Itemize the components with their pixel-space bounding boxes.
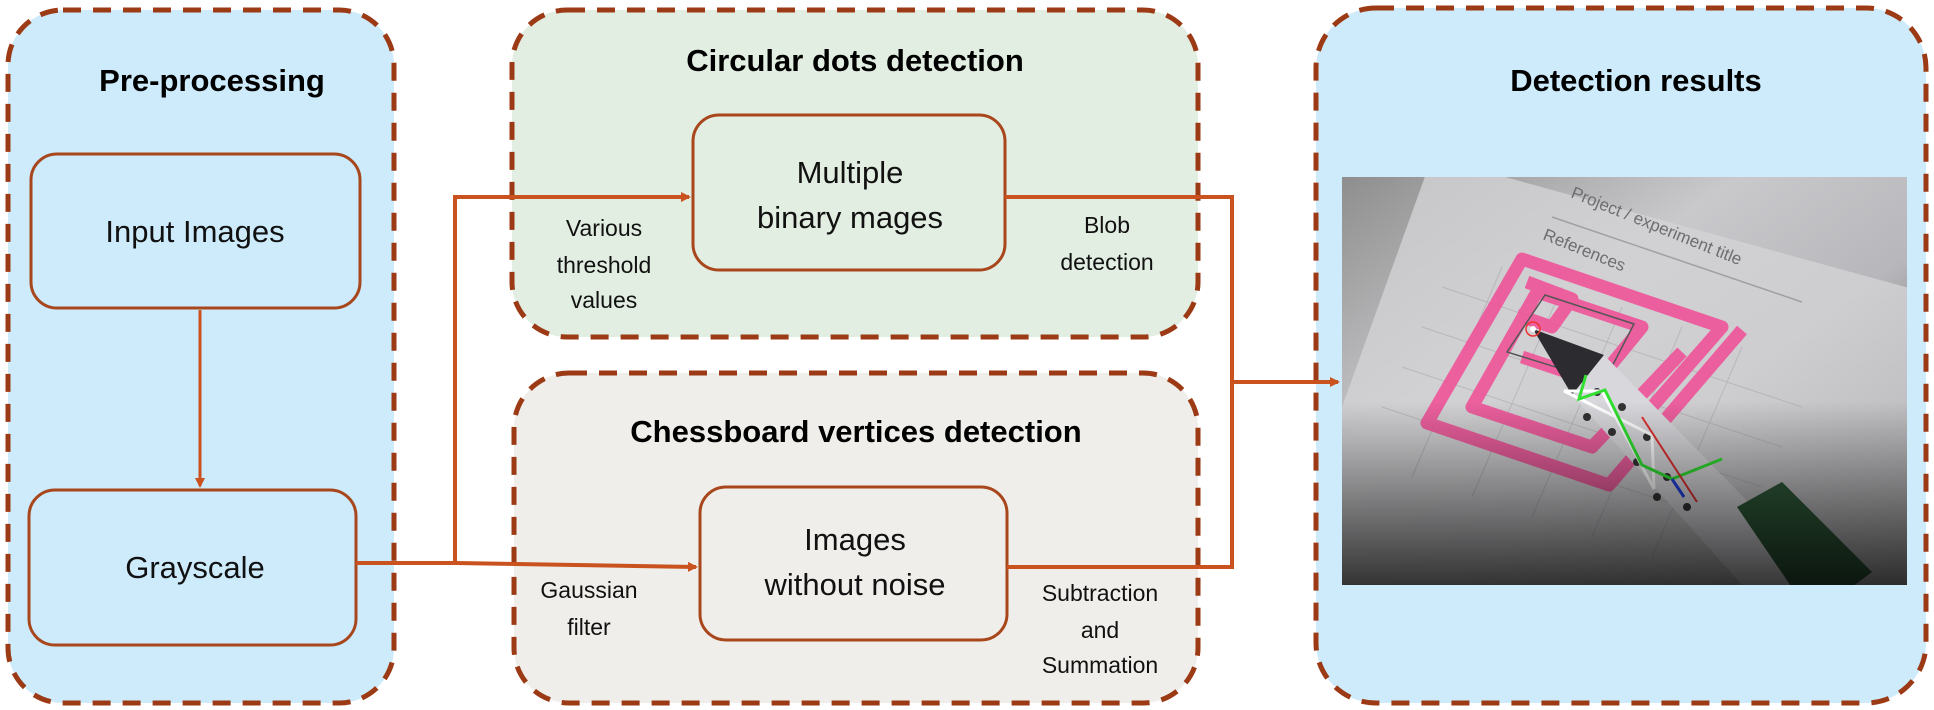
gaussian-filter-label: Gaussian filter [540, 577, 637, 640]
chessboard-panel: Chessboard vertices detection Images wit… [511, 370, 1201, 706]
input-images-box: Input Images [29, 152, 362, 310]
box-line: binary mages [757, 200, 943, 235]
grayscale-box: Grayscale [27, 488, 358, 647]
label-line: and [1081, 617, 1119, 643]
results-title: Detection results [1510, 63, 1762, 98]
images-without-noise-box: Images without noise [698, 485, 1009, 642]
circular-dots-title: Circular dots detection [686, 43, 1024, 78]
label-line: Summation [1042, 652, 1158, 678]
label-line: values [571, 287, 637, 313]
label-line: Gaussian [540, 577, 637, 603]
label-line: filter [567, 614, 611, 640]
label-line: detection [1060, 249, 1153, 275]
multiple-binary-images-box: Multiple binary mages [691, 113, 1007, 272]
arrow-grayscale-to-chessboard [454, 561, 698, 572]
label-line: Various [566, 215, 642, 241]
box-line: Multiple [797, 155, 904, 190]
subtraction-summation-label: Subtraction and Summation [1042, 580, 1158, 678]
label-line: threshold [557, 252, 652, 278]
blob-detection-label: Blob detection [1060, 212, 1153, 275]
label-line: Blob [1084, 212, 1130, 238]
grayscale-label: Grayscale [125, 550, 265, 585]
circular-dots-panel: Circular dots detection Multiple binary … [509, 7, 1201, 340]
preprocessing-panel: Pre-processing Input Images Grayscale [5, 7, 397, 706]
detection-result-photo: Project / experiment title References [1342, 177, 1907, 585]
chessboard-title: Chessboard vertices detection [630, 414, 1081, 449]
preprocessing-title: Pre-processing [99, 63, 325, 98]
label-line: Subtraction [1042, 580, 1158, 606]
threshold-label: Various threshold values [557, 215, 652, 313]
results-panel: Detection results [1313, 5, 1929, 706]
box-line: Images [804, 522, 906, 557]
arrow-grayscale-to-circular [356, 192, 691, 565]
connectors [356, 192, 1340, 572]
input-images-label: Input Images [105, 214, 284, 249]
box-line: without noise [764, 567, 946, 602]
